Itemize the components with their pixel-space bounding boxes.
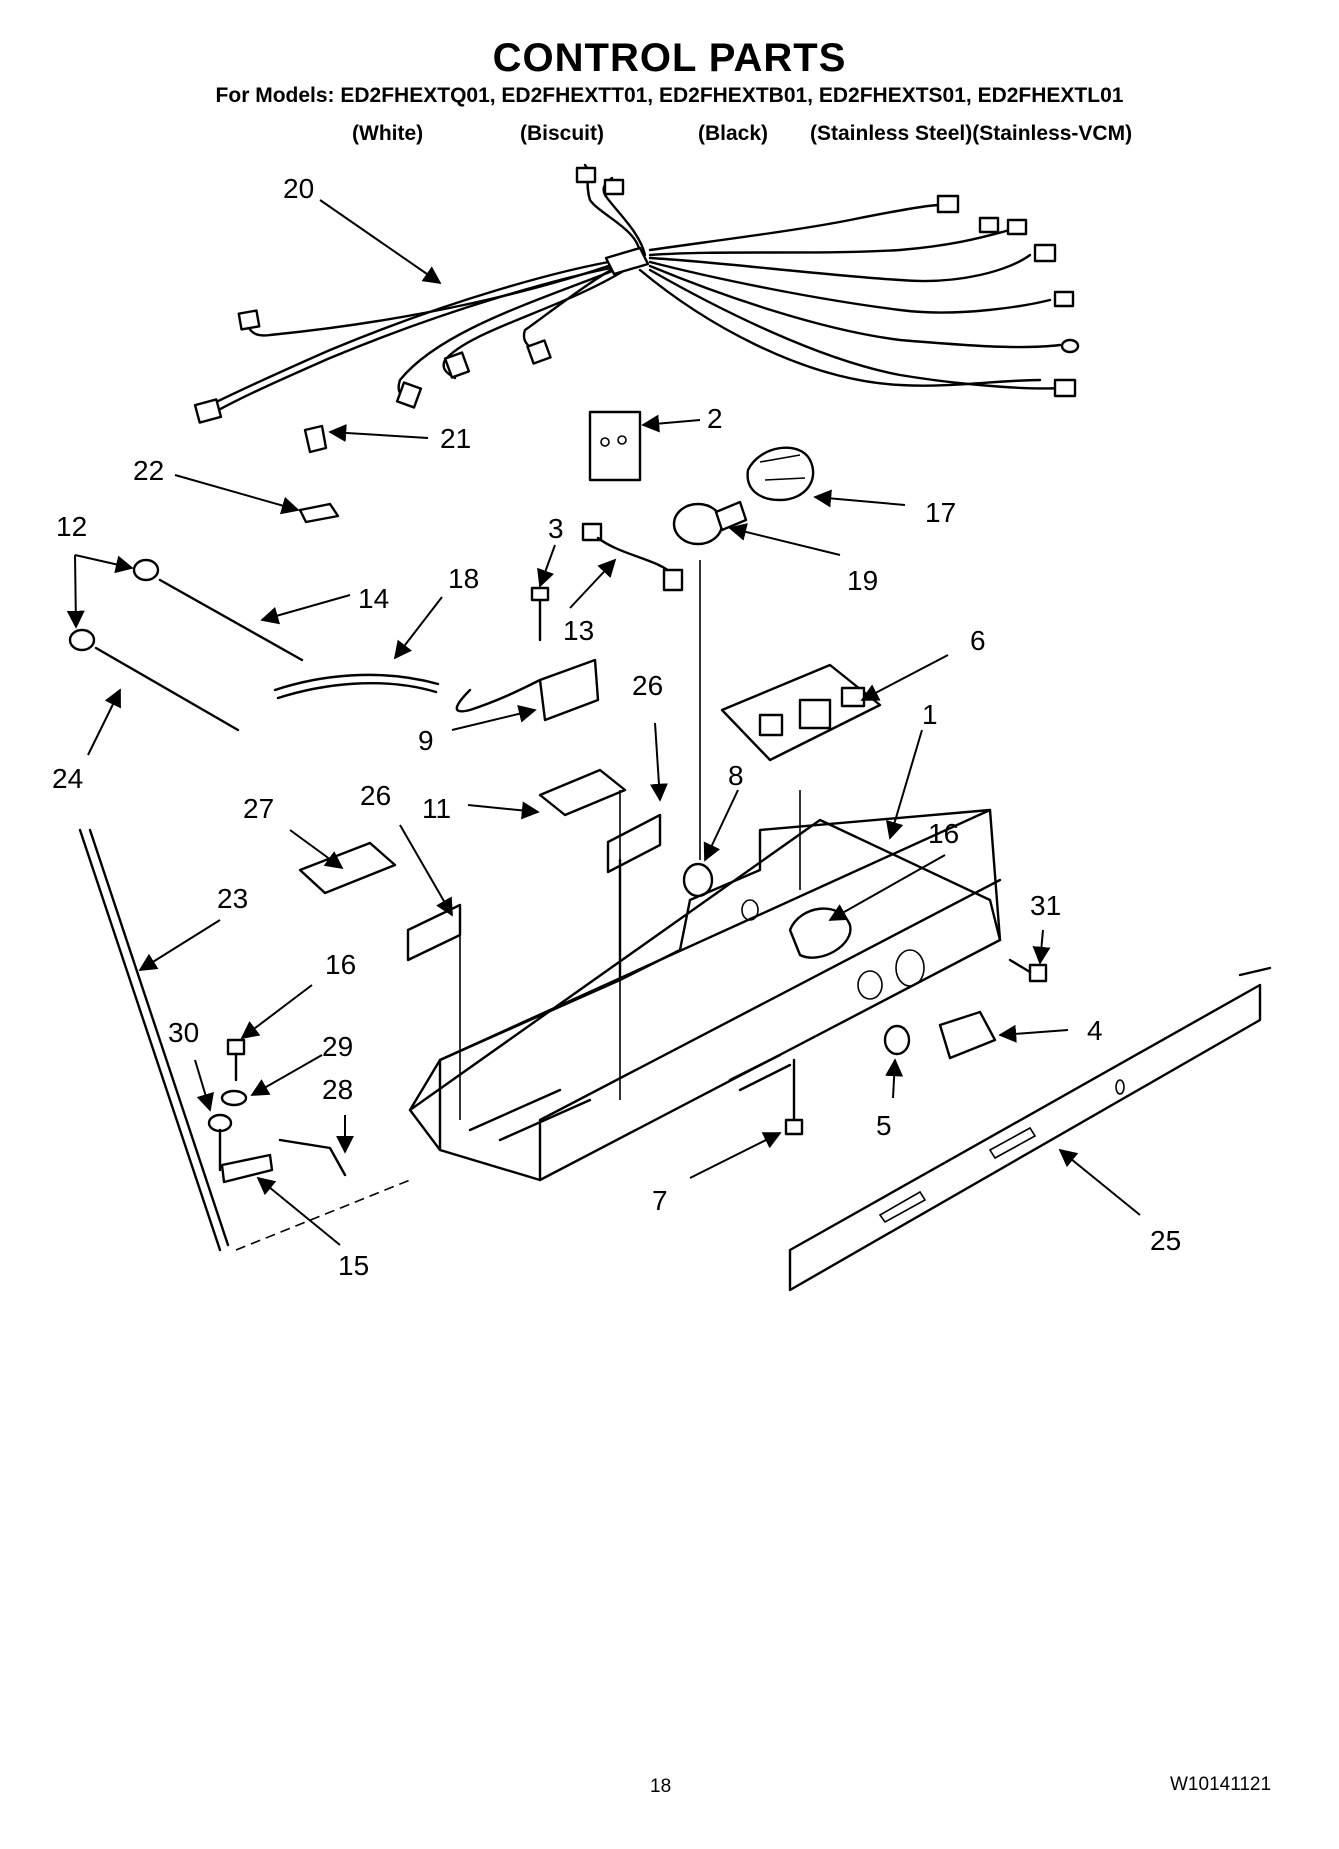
- callout-30: 30: [168, 1017, 199, 1048]
- trim-panel-25: [788, 966, 1272, 1292]
- model-list: For Models: ED2FHEXTQ01, ED2FHEXTT01, ED…: [215, 84, 1124, 107]
- callout-20: 20: [283, 173, 314, 204]
- callout-26-upper: 26: [632, 670, 663, 701]
- page-header: CONTROL PARTS For Models: ED2FHEXTQ01, E…: [0, 36, 1339, 110]
- callout-4: 4: [1087, 1015, 1103, 1046]
- switch-4: [938, 1010, 997, 1060]
- page-title: CONTROL PARTS: [492, 36, 847, 80]
- callout-1: 1: [922, 699, 938, 730]
- leader-lines: [66, 199, 1141, 1246]
- knob-16-housing: [788, 907, 852, 959]
- rod-14: [158, 578, 304, 662]
- color-white: (White): [352, 122, 424, 145]
- color-biscuit: (Biscuit): [520, 122, 604, 145]
- callout-18: 18: [448, 563, 479, 594]
- clip-21: [303, 424, 328, 454]
- screw-31: [1008, 958, 1048, 983]
- bracket-27: [298, 841, 397, 895]
- callout-7: 7: [652, 1185, 668, 1216]
- callout-17: 17: [925, 497, 956, 528]
- rod-24: [94, 646, 240, 732]
- callout-12: 12: [56, 511, 87, 542]
- callout-22: 22: [133, 455, 164, 486]
- callout-13: 13: [563, 615, 594, 646]
- callout-15: 15: [338, 1250, 369, 1281]
- clip-22: [298, 502, 340, 524]
- callout-14: 14: [358, 583, 389, 614]
- callout-28: 28: [322, 1074, 353, 1105]
- label-26-right: [606, 813, 662, 874]
- color-stainless: (Stainless Steel)(Stainless-VCM): [810, 122, 1133, 145]
- light-socket-17: [746, 446, 815, 502]
- knob-5: [883, 1024, 911, 1056]
- tube-18: [273, 673, 440, 692]
- screw-7: [784, 1058, 804, 1136]
- bracket-11: [538, 768, 627, 817]
- callout-8: 8: [728, 760, 744, 791]
- hinge-hardware: [207, 1038, 347, 1184]
- callout-16-right: 16: [928, 818, 959, 849]
- callout-16-left: 16: [325, 949, 356, 980]
- callout-29: 29: [322, 1031, 353, 1062]
- wire-harness: [193, 163, 1080, 424]
- guide-lines: [235, 560, 801, 1251]
- callout-2: 2: [707, 403, 723, 434]
- screw-3: [530, 586, 550, 642]
- page-number: 18: [650, 1776, 672, 1797]
- color-black: (Black): [698, 122, 769, 145]
- control-board-6: [720, 663, 882, 762]
- callout-11: 11: [422, 793, 451, 824]
- callout-23: 23: [217, 883, 248, 914]
- callout-31: 31: [1030, 890, 1061, 921]
- document-number: W10141121: [1170, 1774, 1272, 1795]
- callout-5: 5: [876, 1110, 892, 1141]
- label-26-left: [406, 903, 462, 962]
- callout-6: 6: [970, 625, 986, 656]
- callout-24: 24: [52, 763, 83, 794]
- wire-13: [581, 522, 684, 592]
- grommets-12: [68, 558, 160, 652]
- pad-2: [588, 410, 642, 482]
- callout-27: 27: [243, 793, 274, 824]
- callout-labels: 20 21 2 22 17 12 3 19 14 18 13 6 26 9 1 …: [52, 173, 1181, 1281]
- callout-26-lower: 26: [360, 780, 391, 811]
- callout-19: 19: [847, 565, 878, 596]
- thermostat-9: [455, 658, 600, 722]
- light-bulb-19: [672, 500, 748, 546]
- color-variants: (White) (Biscuit) (Black) (Stainless Ste…: [0, 122, 1339, 152]
- callout-21: 21: [440, 423, 471, 454]
- callout-3: 3: [548, 513, 564, 544]
- strip-23: [78, 828, 230, 1252]
- callout-9: 9: [418, 725, 434, 756]
- callout-25: 25: [1150, 1225, 1181, 1256]
